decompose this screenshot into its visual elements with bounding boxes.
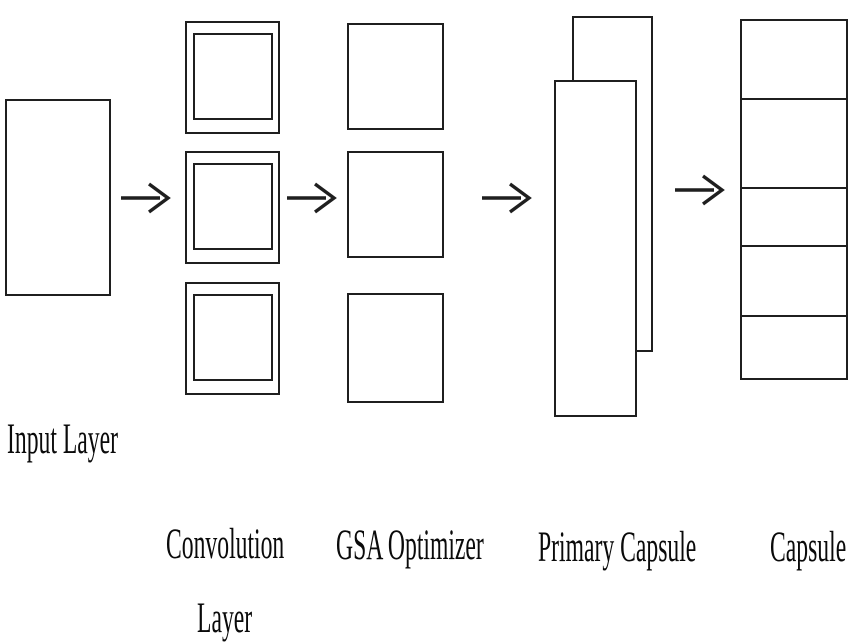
capsule-label: Capsule — [770, 524, 847, 571]
primary-capsule-rect-front — [554, 80, 637, 417]
gsa-optimizer-block-3 — [347, 293, 444, 403]
capsule-cell-divider — [742, 187, 846, 189]
arrow-head — [508, 182, 532, 214]
flow-arrow-icon — [287, 182, 337, 214]
primary-capsule-label: Primary Capsule — [538, 524, 697, 571]
arrow-head — [147, 182, 171, 214]
gsa-optimizer-block-2 — [347, 151, 444, 258]
convolution-feature-map-1 — [185, 21, 280, 134]
gsa-optimizer-block-1 — [347, 23, 444, 130]
input-layer-node — [5, 99, 111, 296]
gsa-optimizer-label: GSA Optimizer — [336, 522, 484, 569]
arrow-head — [313, 182, 337, 214]
capsule-cell-divider — [742, 245, 846, 247]
convolution-feature-map-2 — [185, 151, 280, 264]
capsule-column — [740, 19, 848, 380]
flow-arrow-icon — [121, 182, 171, 214]
convolution-layer-label-line1: Convolution — [166, 521, 285, 568]
capsule-cell-divider — [742, 315, 846, 317]
convolution-kernel-1 — [193, 33, 273, 120]
capsule-cell-divider — [742, 98, 846, 100]
convolution-feature-map-3 — [185, 282, 280, 395]
flow-arrow-icon — [675, 174, 725, 206]
input-layer-label: Input Layer — [7, 416, 118, 463]
convolution-kernel-3 — [193, 294, 273, 381]
flow-arrow-icon — [482, 182, 532, 214]
convolution-layer-label-line2: Layer — [197, 595, 253, 642]
convolution-kernel-2 — [193, 163, 273, 250]
arrow-head — [701, 174, 725, 206]
